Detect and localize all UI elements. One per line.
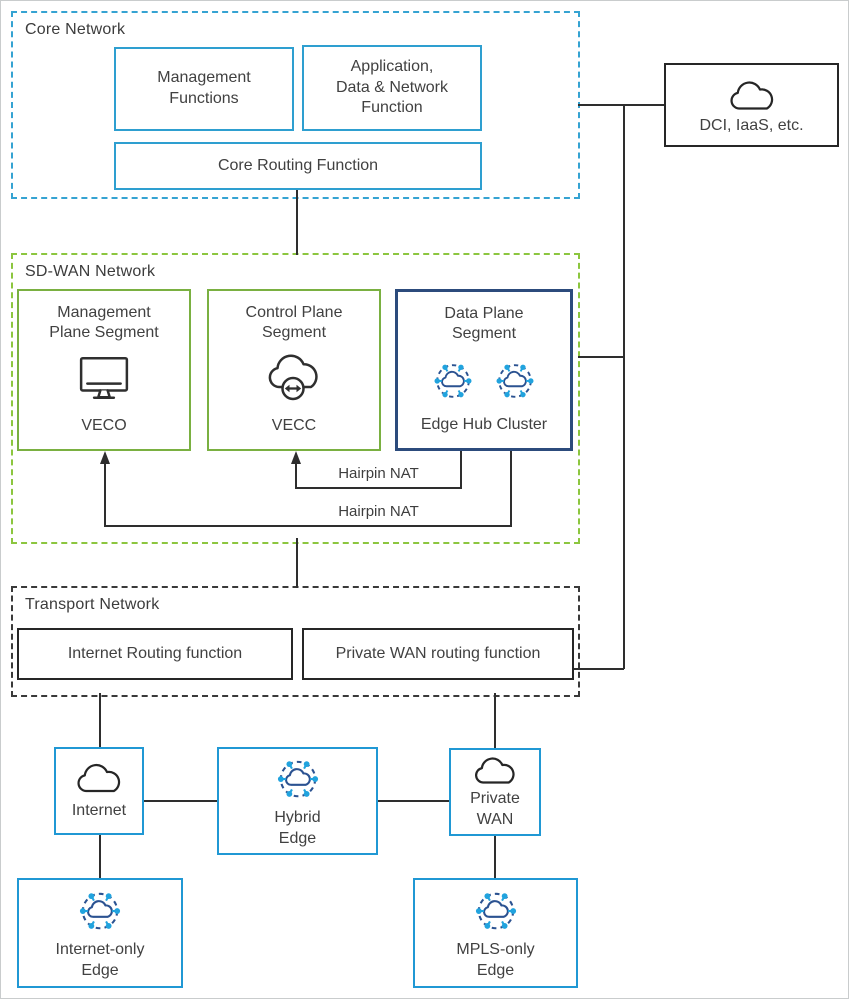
internet-routing-function-box: Internet Routing function: [17, 628, 293, 680]
management-plane-title: Management Plane Segment: [49, 304, 159, 342]
private-wan-routing-function-box: Private WAN routing function: [302, 628, 574, 680]
cloud-icon: [73, 760, 125, 796]
sdwan-network-group: SD-WAN Network: [11, 253, 580, 544]
internet-routing-function-label: Internet Routing function: [67, 644, 243, 662]
edge-cluster-icon: [273, 753, 323, 803]
management-plane-segment-box: Management Plane Segment VECO: [17, 289, 191, 451]
hybrid-edge-label: Hybrid Edge: [274, 808, 321, 847]
application-data-network-box: Application, Data & Network Function: [302, 45, 482, 131]
management-functions-box: Management Functions: [114, 47, 294, 131]
cloud-sync-icon: [262, 353, 326, 407]
core-routing-function-label: Core Routing Function: [217, 156, 379, 174]
edge-cluster-icon: [430, 357, 476, 403]
internet-only-edge-label: Internet-only Edge: [55, 940, 145, 979]
application-data-network-label: Application, Data & Network Function: [335, 57, 449, 117]
sdwan-network-title: SD-WAN Network: [25, 263, 156, 280]
core-network-title: Core Network: [25, 21, 126, 38]
management-functions-label: Management Functions: [157, 69, 251, 107]
vecc-label: VECC: [271, 417, 317, 435]
transport-network-group: Transport Network: [11, 586, 580, 697]
mpls-only-edge-label: MPLS-only Edge: [456, 940, 535, 979]
private-wan-label: Private WAN: [470, 789, 520, 828]
private-wan-routing-function-label: Private WAN routing function: [335, 644, 541, 662]
core-routing-function-box: Core Routing Function: [114, 142, 482, 190]
edge-cluster-icon: [471, 885, 521, 935]
data-plane-title: Data Plane Segment: [444, 305, 524, 343]
edge-hub-cluster-label: Edge Hub Cluster: [420, 416, 548, 434]
cloud-icon: [471, 754, 519, 787]
control-plane-segment-box: Control Plane Segment VECC: [207, 289, 381, 451]
edge-cluster-icon: [492, 357, 538, 403]
hairpin-nat-label-2: Hairpin NAT: [338, 503, 419, 520]
edge-hub-cluster-icons: [430, 357, 538, 403]
internet-label: Internet: [71, 802, 127, 820]
internet-only-edge-box: Internet-only Edge: [17, 878, 183, 988]
veco-label: VECO: [81, 417, 127, 435]
dci-iaas-box: DCI, IaaS, etc.: [664, 63, 839, 147]
private-wan-box: Private WAN: [449, 748, 541, 836]
internet-box: Internet: [54, 747, 144, 835]
dci-iaas-label: DCI, IaaS, etc.: [699, 117, 804, 135]
cloud-icon: [726, 77, 778, 114]
hairpin-nat-label-1: Hairpin NAT: [338, 465, 419, 482]
monitor-icon: [74, 353, 134, 405]
transport-network-title: Transport Network: [25, 596, 160, 613]
mpls-only-edge-box: MPLS-only Edge: [413, 878, 578, 988]
hybrid-edge-box: Hybrid Edge: [217, 747, 378, 855]
control-plane-title: Control Plane Segment: [245, 304, 343, 342]
data-plane-segment-box: Data Plane Segment: [395, 289, 573, 451]
edge-cluster-icon: [75, 885, 125, 935]
